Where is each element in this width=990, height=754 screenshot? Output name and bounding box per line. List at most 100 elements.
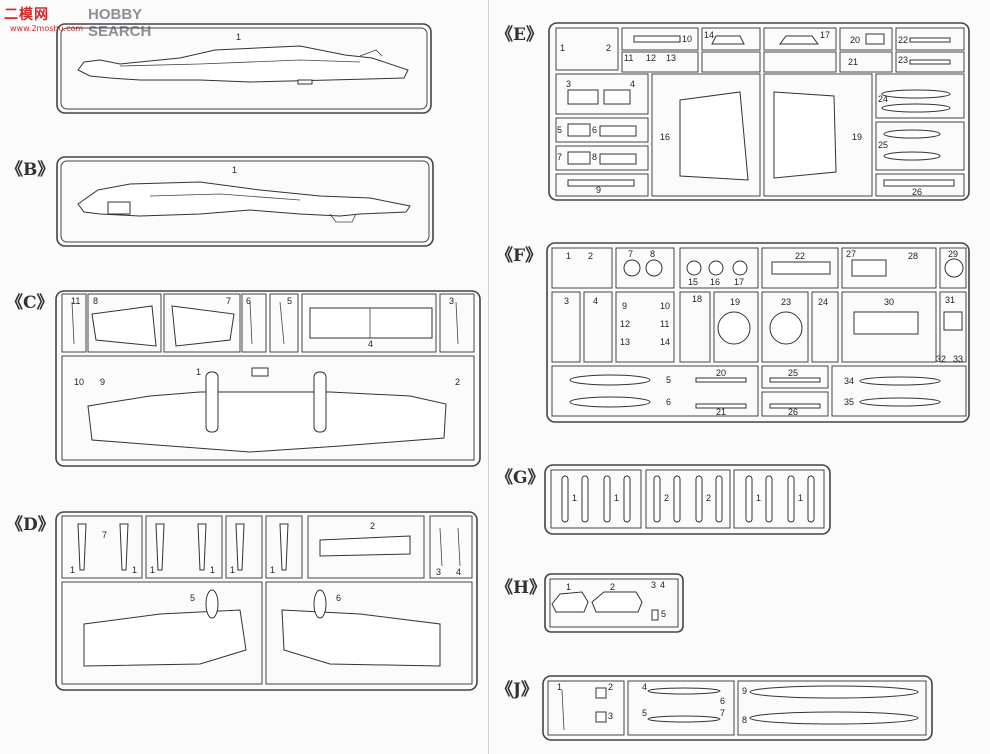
part-number: 11 [660,319,670,329]
part-number: 1 [798,493,804,503]
part-number: 27 [846,249,857,259]
part-number: 13 [620,337,631,347]
part-number: 6 [720,696,726,706]
sprue-e [548,22,970,201]
sprue-b-fuselage-part [77,181,411,217]
part-number: 12 [646,53,657,63]
part-number: 1 [70,565,76,575]
part-number: 32 [936,354,947,364]
part-number: 9 [622,301,628,311]
part-number: 7 [720,708,726,718]
part-number: 26 [788,407,799,417]
part-number: 24 [878,94,889,104]
part-number: 8 [592,152,598,162]
part-number: 22 [795,251,806,261]
part-number: 1 [614,493,620,503]
part-number: 1 [756,493,762,503]
part-number: 1 [196,367,202,377]
part-number: 1 [230,565,236,575]
part-number: 2 [610,582,616,592]
part-number: 1 [210,565,216,575]
part-number: 1 [572,493,578,503]
part-number: 2 [455,377,461,387]
watermark: 二模网 HOBBY SEARCH www.2moshu.com [4,4,169,40]
part-number: 5 [666,375,672,385]
part-number: 5 [287,296,293,306]
part-number: 14 [704,30,715,40]
sprue-d-wing-right [281,609,441,667]
sprue-g [544,464,831,535]
part-number: 7 [226,296,232,306]
part-number: 14 [660,337,671,347]
part-number: 8 [742,715,748,725]
part-number: 10 [74,377,85,387]
part-number: 13 [666,53,677,63]
part-number: 24 [818,297,829,307]
part-number: 9 [742,686,748,696]
part-number: 1 [566,251,572,261]
sprue-label-b: 《B》 [6,160,55,180]
watermark-url: www.2moshu.com [10,24,84,33]
column-divider [488,0,489,754]
part-number: 1 [566,582,572,592]
watermark-logo: 二模网 [4,7,49,23]
part-number: 2 [606,43,612,53]
part-number: 1 [132,565,138,575]
part-number: 7 [628,249,634,259]
part-number: 10 [660,301,671,311]
part-number: 5 [190,593,196,603]
part-number: 3 [564,296,570,306]
part-number: 2 [588,251,594,261]
part-number: 2 [608,682,614,692]
part-number: 3 [449,296,455,306]
part-number: 4 [630,79,636,89]
part-number: 23 [781,297,792,307]
part-number: 19 [852,132,863,142]
part-number: 23 [898,55,909,65]
sprue-label-g: 《G》 [496,468,545,488]
part-number: 17 [734,277,745,287]
sprue-d [55,511,478,691]
part-number: 15 [688,277,699,287]
part-number: 5 [642,708,648,718]
part-number: 5 [661,609,667,619]
part-number: 2 [370,521,376,531]
sprue-j [542,675,933,741]
part-number: 18 [692,294,703,304]
part-number: 11 [624,53,634,63]
part-number: 3 [436,567,442,577]
sprue-label-h: 《H》 [496,578,547,598]
part-number: 3 [651,580,657,590]
part-number: 35 [844,397,855,407]
part-number: 2 [706,493,712,503]
sprue-label-j: 《J》 [496,680,539,700]
part-number: 22 [898,35,909,45]
sprue-b [56,156,434,247]
part-number: 10 [682,34,693,44]
part-number: 4 [456,567,462,577]
part-number: 20 [716,368,727,378]
sprue-c [55,290,481,467]
part-number: 12 [620,319,631,329]
part-number: 31 [945,295,956,305]
part-number: 1 [236,32,242,42]
part-number: 8 [93,296,99,306]
sprue-label-e: 《E》 [496,25,543,45]
part-number: 21 [716,407,727,417]
part-number: 16 [660,132,671,142]
part-number: 7 [102,530,108,540]
part-number: 17 [820,30,831,40]
sprue-c-wing-part [87,391,447,453]
part-number: 6 [666,397,672,407]
sprue-a [56,23,432,114]
part-number: 1 [150,565,156,575]
part-number: 19 [730,297,741,307]
part-number: 3 [566,79,572,89]
part-number: 25 [878,140,889,150]
part-number: 34 [844,376,855,386]
part-number: 20 [850,35,861,45]
part-number: 1 [560,43,566,53]
part-number: 11 [71,296,81,306]
part-number: 25 [788,368,799,378]
